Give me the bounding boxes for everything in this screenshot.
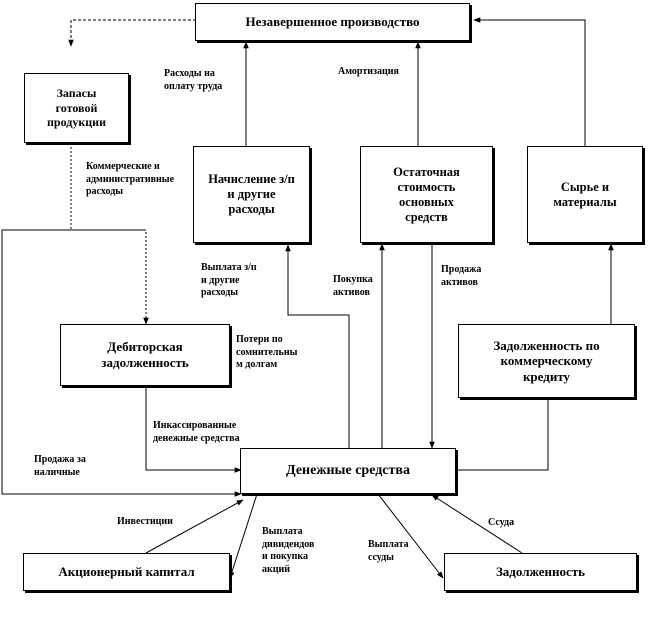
label-cash-sales: Продажа за наличные: [34, 454, 86, 478]
label-collected-cash: Инкассированные денежные средства: [153, 420, 240, 444]
node-receivables: Дебиторская задолженность: [60, 324, 230, 386]
node-inventory: Запасы готовой продукции: [24, 73, 129, 143]
arrow-materials-to-wip: [473, 17, 586, 146]
node-materials-label: Сырье и материалы: [553, 179, 617, 209]
label-investments: Инвестиции: [117, 516, 173, 527]
label-asset-purchase: Покупка активов: [333, 274, 373, 298]
label-loan: Ссуда: [488, 517, 515, 528]
node-fixed-assets: Остаточная стоимость основных средств: [360, 146, 493, 243]
node-materials: Сырье и материалы: [527, 146, 643, 243]
node-receivables-label: Дебиторская задолженность: [101, 339, 189, 370]
label-depreciation: Амортизация: [338, 66, 399, 77]
node-wages: Начисление з/п и другие расходы: [193, 146, 310, 243]
node-wip-label: Незавершенное производство: [245, 14, 420, 30]
node-fixed-assets-label: Остаточная стоимость основных средств: [393, 164, 460, 224]
arrow-debt-to-cash: [431, 494, 523, 554]
node-cash-label: Денежные средства: [286, 462, 410, 478]
label-wage-payment: Выплата з/п и другие расходы: [201, 262, 257, 298]
label-bad-debt: Потери по сомнительны м долгам: [236, 334, 298, 370]
label-admin-costs: Коммерческие и административные расходы: [86, 161, 175, 197]
line-cash-to-payables: [456, 398, 549, 471]
node-debt-label: Задолженность: [495, 564, 586, 580]
node-payables: Задолженность по коммерческому кредиту: [458, 324, 635, 398]
arrow-cash-to-equity: [229, 493, 258, 579]
node-cash: Денежные средства: [240, 448, 456, 494]
label-labor-costs: Расходы на оплату труда: [164, 68, 223, 92]
arrow-receivables-to-cash: [145, 386, 242, 473]
arrow-wip-to-inventory: [68, 19, 196, 47]
arrow-cash-to-debt: [377, 493, 444, 579]
label-asset-sale: Продажа активов: [441, 264, 482, 288]
node-wages-label: Начисление з/п и другие расходы: [208, 172, 295, 216]
arrow-equity-to-cash: [145, 499, 244, 554]
label-loan-repayment: Выплата ссуды: [368, 539, 409, 563]
node-equity-label: Акционерный капитал: [58, 564, 195, 580]
arrow-cash-to-wages: [285, 244, 350, 449]
node-debt: Задолженность: [444, 553, 637, 591]
node-inventory-label: Запасы готовой продукции: [47, 86, 106, 130]
arrow-cash-sales: [1, 229, 242, 497]
node-payables-label: Задолженность по коммерческому кредиту: [493, 337, 600, 384]
label-dividends: Выплата дивидендов и покупка акций: [262, 526, 315, 575]
node-equity: Акционерный капитал: [23, 553, 230, 591]
node-wip: Незавершенное производство: [195, 3, 470, 41]
